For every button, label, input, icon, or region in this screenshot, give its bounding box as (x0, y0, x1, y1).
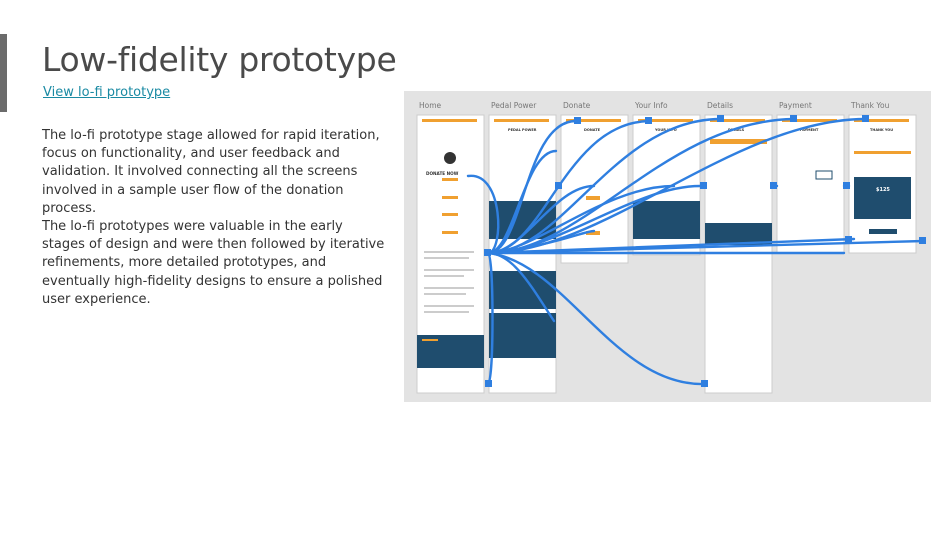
connector-hotspots (484, 115, 926, 387)
intro-paragraph: The lo-fi prototype stage allowed for ra… (42, 128, 380, 216)
column-label-home: Home (419, 101, 442, 110)
column-label-donate: Donate (563, 101, 591, 110)
thank-you-amount: $125 (876, 187, 890, 193)
screen-home: DONATE NOW (416, 114, 485, 394)
prototype-canvas: Home Pedal Power Donate Your Info Detail… (416, 101, 926, 394)
column-label-thank-you: Thank You (850, 101, 890, 110)
screen-donate: DONATE (560, 114, 629, 264)
your-info-heading: YOUR INFO (654, 128, 677, 132)
column-label-pedal-power: Pedal Power (491, 101, 537, 110)
followup-paragraph: The lo-fi prototypes were valuable in th… (42, 219, 385, 307)
donate-heading: DONATE (584, 128, 601, 132)
screen-payment: PAYMENT (776, 114, 845, 254)
home-donate-now-label: DONATE NOW (426, 171, 459, 176)
payment-heading: PAYMENT (800, 128, 819, 132)
section-accent-bar (0, 34, 7, 112)
screen-thank-you: THANK YOU $125 (848, 114, 917, 254)
pedal-power-heading: PEDAL POWER (508, 128, 537, 132)
column-label-details: Details (707, 101, 733, 110)
details-heading: DETAILS (728, 128, 745, 132)
column-label-payment: Payment (779, 101, 812, 110)
page-title: Low-fidelity prototype (42, 40, 397, 79)
lofi-prototype-image: Home Pedal Power Donate Your Info Detail… (404, 91, 931, 402)
screen-your-info: YOUR INFO (632, 114, 701, 256)
thank-you-heading: THANK YOU (870, 128, 893, 132)
view-lofi-prototype-link[interactable]: View lo-fi prototype (43, 85, 171, 100)
column-label-your-info: Your Info (634, 101, 668, 110)
